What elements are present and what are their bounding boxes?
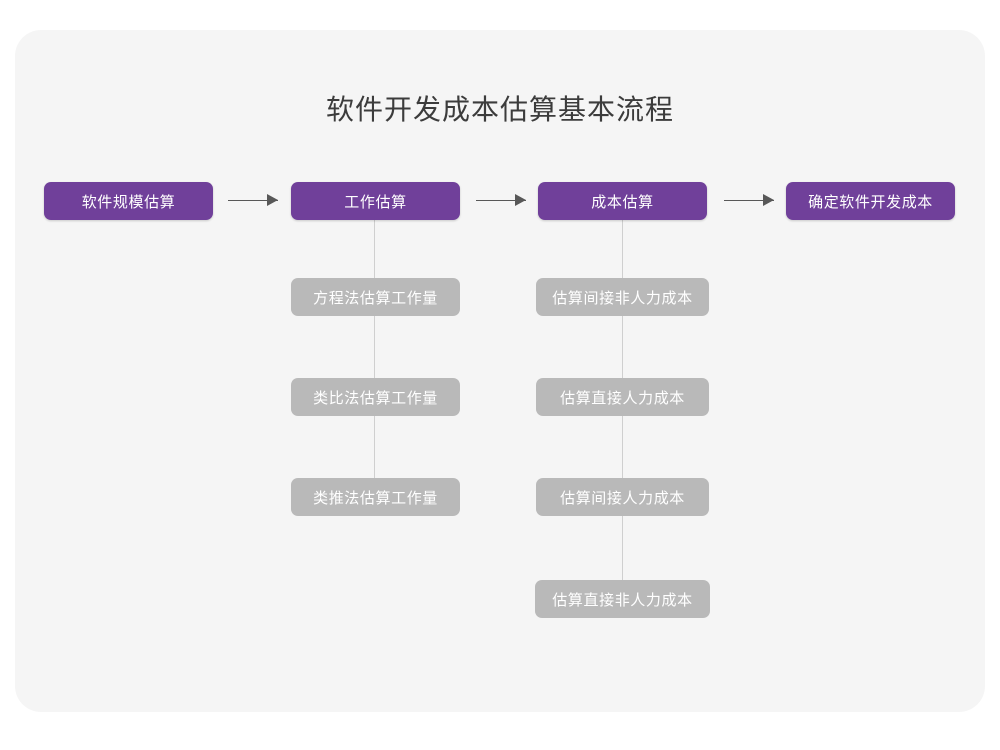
flow-step-2[interactable]: 工作估算 (291, 182, 460, 220)
arrow-shaft (476, 200, 526, 202)
connector-line-step2 (374, 211, 375, 510)
flow-step-1[interactable]: 软件规模估算 (44, 182, 213, 220)
page-title: 软件开发成本估算基本流程 (325, 94, 674, 125)
flow-substep-3-1[interactable]: 估算间接非人力成本 (536, 278, 709, 316)
arrow-shaft (228, 200, 278, 202)
arrow-head (763, 194, 774, 206)
arrow-right-icon-2 (476, 194, 526, 208)
flow-substep-3-3[interactable]: 估算间接人力成本 (536, 478, 709, 516)
flow-step-3[interactable]: 成本估算 (538, 182, 707, 220)
flow-substep-3-2[interactable]: 估算直接人力成本 (536, 378, 709, 416)
arrow-head (267, 194, 278, 206)
flow-substep-2-2[interactable]: 类比法估算工作量 (291, 378, 460, 416)
flow-substep-3-4[interactable]: 估算直接非人力成本 (535, 580, 710, 618)
flow-substep-2-1[interactable]: 方程法估算工作量 (291, 278, 460, 316)
flow-step-4[interactable]: 确定软件开发成本 (786, 182, 955, 220)
diagram-card (15, 30, 985, 712)
arrow-right-icon-3 (724, 194, 774, 208)
flow-substep-2-3[interactable]: 类推法估算工作量 (291, 478, 460, 516)
arrow-shaft (724, 200, 774, 202)
arrow-head (515, 194, 526, 206)
arrow-right-icon-1 (228, 194, 278, 208)
